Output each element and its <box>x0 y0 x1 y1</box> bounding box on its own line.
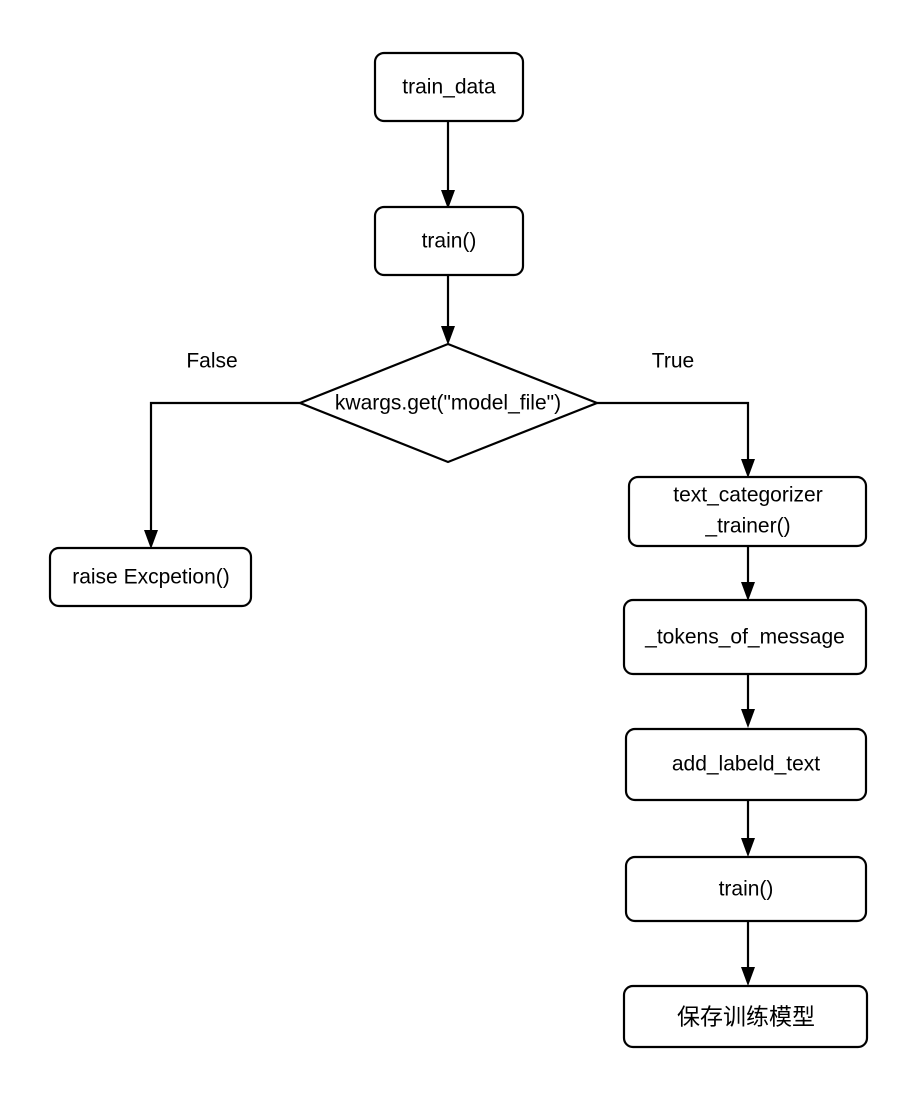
node-shape <box>622 598 868 676</box>
edge-add-labeld-text-to-train <box>741 800 755 857</box>
arrow-head-icon <box>741 459 755 478</box>
branch-label-true: True <box>652 350 694 373</box>
node-label: 保存训练模型 <box>677 1005 815 1031</box>
edge-train-to-save-model <box>741 921 755 986</box>
edge-text-categorizer-to-tokens <box>741 546 755 601</box>
edge-decision-true-to-text-categorizer <box>597 401 755 478</box>
node-shape <box>627 475 868 548</box>
node-label: _tokens_of_message <box>644 626 845 649</box>
node-decision-kwargs-get-model-file[interactable]: kwargs.get("model_file") <box>297 342 600 464</box>
edge-train-to-decision <box>441 275 455 345</box>
node-shape <box>622 984 869 1049</box>
node-shape <box>373 205 525 277</box>
arrow-head-icon <box>741 838 755 857</box>
node-label-line1: text_categorizer <box>673 484 822 507</box>
edge-train-data-to-train <box>441 121 455 209</box>
arrow-head-icon <box>741 967 755 986</box>
node-label-line2: _trainer() <box>704 515 790 538</box>
arrow-head-icon <box>441 190 455 209</box>
edge-tokens-to-add-labeld-text <box>741 674 755 728</box>
node-add-labeld-text[interactable]: add_labeld_text <box>624 727 868 802</box>
node-label: train() <box>719 878 774 901</box>
node-label: train() <box>422 230 477 253</box>
node-shape <box>48 546 253 608</box>
node-label: add_labeld_text <box>672 753 820 776</box>
node-train-right[interactable]: train() <box>624 855 868 923</box>
edge-decision-false-to-raise <box>144 401 300 549</box>
node-train-data[interactable]: train_data <box>373 51 525 123</box>
arrow-head-icon <box>144 530 158 549</box>
edge-line <box>149 401 300 535</box>
branch-label-false: False <box>186 350 237 373</box>
node-shape <box>297 342 600 464</box>
node-label: raise Excpetion() <box>72 566 230 589</box>
arrow-head-icon <box>741 709 755 728</box>
node-tokens-of-message[interactable]: _tokens_of_message <box>622 598 868 676</box>
node-raise-exception[interactable]: raise Excpetion() <box>48 546 253 608</box>
node-label: train_data <box>402 76 496 99</box>
node-shape <box>373 51 525 123</box>
node-train-top[interactable]: train() <box>373 205 525 277</box>
node-shape <box>624 855 868 923</box>
arrow-head-icon <box>441 326 455 345</box>
node-save-model[interactable]: 保存训练模型 <box>622 984 869 1049</box>
node-text-categorizer-trainer[interactable]: text_categorizer _trainer() <box>627 475 868 548</box>
node-label: kwargs.get("model_file") <box>335 392 561 415</box>
edge-line <box>597 401 750 464</box>
arrow-head-icon <box>741 582 755 601</box>
node-shape <box>624 727 868 802</box>
